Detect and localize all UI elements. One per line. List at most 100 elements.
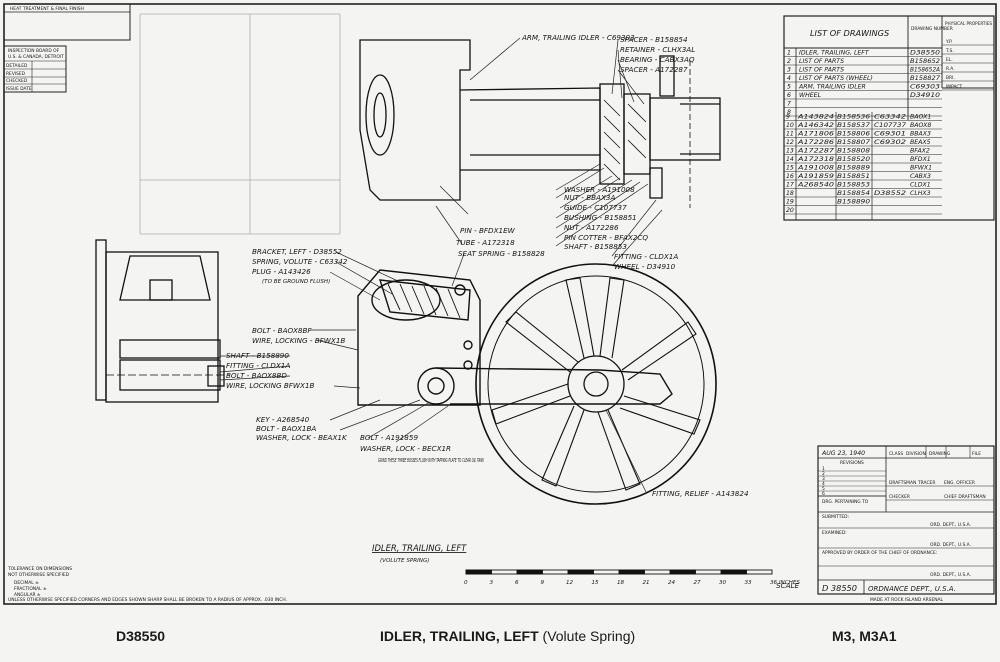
- drawing-row-drawing-number: D38550: [910, 50, 940, 57]
- parts-row-b-number: B158854: [837, 190, 870, 197]
- scale-bar: [465, 569, 773, 575]
- callout-pin-cotter: PIN COTTER - BFAX2CQ: [564, 233, 648, 242]
- parts-row-a-number: A268540: [797, 182, 834, 189]
- callout-bracket: BRACKET, LEFT - D38552: [252, 247, 342, 256]
- parts-row-a-number: A172287: [797, 148, 834, 155]
- callout-bolt-baox8bf: BOLT - BAOX8BF: [252, 326, 312, 335]
- arm-top-view: [359, 39, 721, 208]
- parts-row-symbol: BBAX3: [910, 131, 931, 138]
- physical-property-label: T.S.: [945, 48, 954, 54]
- callout-bearing: BEARING - CABX3AQ: [620, 55, 695, 64]
- drawing-row-drawing-number: B158827: [910, 75, 940, 82]
- drawing-row-number: 7: [787, 101, 791, 108]
- parts-row-symbol: BAOX1: [910, 114, 931, 121]
- inspection-revised: REVISED: [6, 71, 26, 77]
- drawing-row-description: LIST OF PARTS: [799, 67, 844, 74]
- parts-row-c-number: D38552: [874, 190, 906, 197]
- parts-row-number: 16: [786, 173, 794, 180]
- parts-row-symbol: BFWX1: [910, 165, 932, 172]
- parts-row-symbol: CABX3: [910, 173, 931, 180]
- title-approved: APPROVED BY ORDER OF THE CHIEF OF ORDNAN…: [822, 550, 937, 556]
- title-tracer: TRACER: [917, 480, 935, 486]
- callout-guide: GUIDE - C107737: [564, 203, 627, 212]
- parts-row-a-number: A172286: [797, 139, 834, 146]
- view-title: IDLER, TRAILING, LEFT: [372, 543, 467, 553]
- revision-row-number: 2: [822, 471, 825, 477]
- scale-tick-label: 33: [745, 580, 753, 586]
- parts-row-number: 18: [786, 190, 794, 197]
- parts-row-c-number: C63342: [874, 114, 906, 121]
- drawing-row-drawing-number: D34910: [910, 92, 940, 99]
- callout-bolt-baox1ba: BOLT - BAOX1BA: [256, 424, 316, 433]
- footer-title: IDLER, TRAILING, LEFT (Volute Spring): [380, 628, 635, 644]
- title-arsenal: MADE AT ROCK ISLAND ARSENAL: [870, 597, 944, 603]
- callout-tube: TUBE - A172318: [456, 238, 515, 247]
- parts-row-b-number: B158808: [837, 148, 870, 155]
- title-class-header: CLASS: [889, 451, 903, 457]
- heat-treatment-label: HEAT TREATMENT & FINAL FINISH: [10, 6, 84, 12]
- parts-row-c-number: C69302: [874, 139, 906, 146]
- callout-nut-2: NUT - A172286: [564, 223, 619, 232]
- parts-row-number: 10: [786, 122, 794, 129]
- revision-row-number: 5: [822, 486, 825, 492]
- title-chief-draftsman: CHIEF DRAFTSMAN: [944, 494, 986, 500]
- parts-row-a-number: A191859: [797, 173, 834, 180]
- parts-row-number: 13: [786, 148, 794, 155]
- scale-tick-label: 3: [490, 580, 494, 586]
- revision-row-number: 4: [822, 481, 825, 487]
- title-engineer: ENG. OFFICER: [944, 480, 975, 486]
- scale-tick-label: 36 INCHES: [770, 580, 800, 586]
- tolerance-block: TOLERANCE ON DIMENSIONS NOT OTHERWISE SP…: [7, 566, 72, 598]
- parts-row-b-number: B158890: [837, 199, 870, 206]
- parts-row-b-number: B158806: [837, 131, 870, 138]
- title-ord-dept-2: ORD. DEPT., U.S.A.: [930, 542, 971, 548]
- parts-row-symbol: BAOX8: [910, 122, 931, 129]
- scale-tick-label: 0: [464, 580, 468, 586]
- sheet-border: [3, 3, 997, 605]
- parts-row-b-number: B158807: [837, 139, 870, 146]
- scale-tick-label: 30: [719, 580, 727, 586]
- revision-row-number: 3: [822, 476, 825, 482]
- physical-properties-rows: Y.P.T.S.EL.R.A.BRI.IMPACT: [942, 39, 994, 91]
- drawing-row-number: 5: [787, 84, 791, 91]
- callout-fitting-left: FITTING - CLDX1A: [226, 361, 290, 370]
- scale-tick-label: 21: [643, 580, 650, 586]
- title-revisions: REVISIONS: [840, 460, 864, 466]
- title-file-header: FILE: [972, 451, 981, 457]
- inspection-line-2: U.S. & CANADA, DETROIT: [8, 54, 64, 60]
- parts-row-symbol: BFAX2: [910, 148, 930, 155]
- parts-row-a-number: A191008: [797, 165, 834, 172]
- drawing-row-number: 2: [787, 58, 791, 65]
- revision-row-number: 1: [822, 466, 825, 472]
- drawing-row-description: IDLER, TRAILING, LEFT: [799, 50, 870, 57]
- parts-row-a-number: A143824: [797, 114, 834, 121]
- bearing-hatch: [603, 99, 647, 181]
- parts-row-symbol: CLHX3: [910, 190, 931, 197]
- physical-property-label: IMPACT: [946, 84, 962, 90]
- callout-plug-note: (TO BE GROUND FLUSH): [262, 279, 330, 285]
- physical-property-label: Y.P.: [945, 39, 953, 45]
- tolerance-angular: ANGULAR ±: [14, 592, 41, 598]
- parts-row-a-number: A146342: [797, 122, 834, 129]
- drawings-table-title: LIST OF DRAWINGS: [810, 28, 889, 38]
- physical-property-label: EL.: [946, 57, 953, 63]
- callout-bolt-a191859: BOLT - A191859: [360, 433, 418, 442]
- drawing-row-number: 3: [787, 67, 791, 74]
- list-of-drawings-table: [783, 15, 995, 221]
- drawing-row-number: 4: [787, 75, 791, 82]
- parts-row-symbol: CLDX1: [910, 182, 931, 189]
- drawing-number-header: DRAWING NUMBER: [911, 26, 953, 32]
- drawing-row-number: 1: [787, 50, 791, 57]
- title-number: D 38550: [822, 583, 857, 593]
- revision-row-number: 6: [822, 491, 825, 497]
- title-ordnance: ORDNANCE DEPT., U.S.A.: [868, 585, 956, 593]
- parts-row-c-number: C69301: [874, 131, 906, 138]
- drawing-row-description: LIST OF PARTS (WHEEL): [799, 75, 873, 82]
- callout-fitting: FITTING - CLDX1A: [614, 252, 678, 261]
- view-subtitle: (VOLUTE SPRING): [380, 558, 430, 564]
- parts-row-symbol: BEAX5: [910, 139, 931, 146]
